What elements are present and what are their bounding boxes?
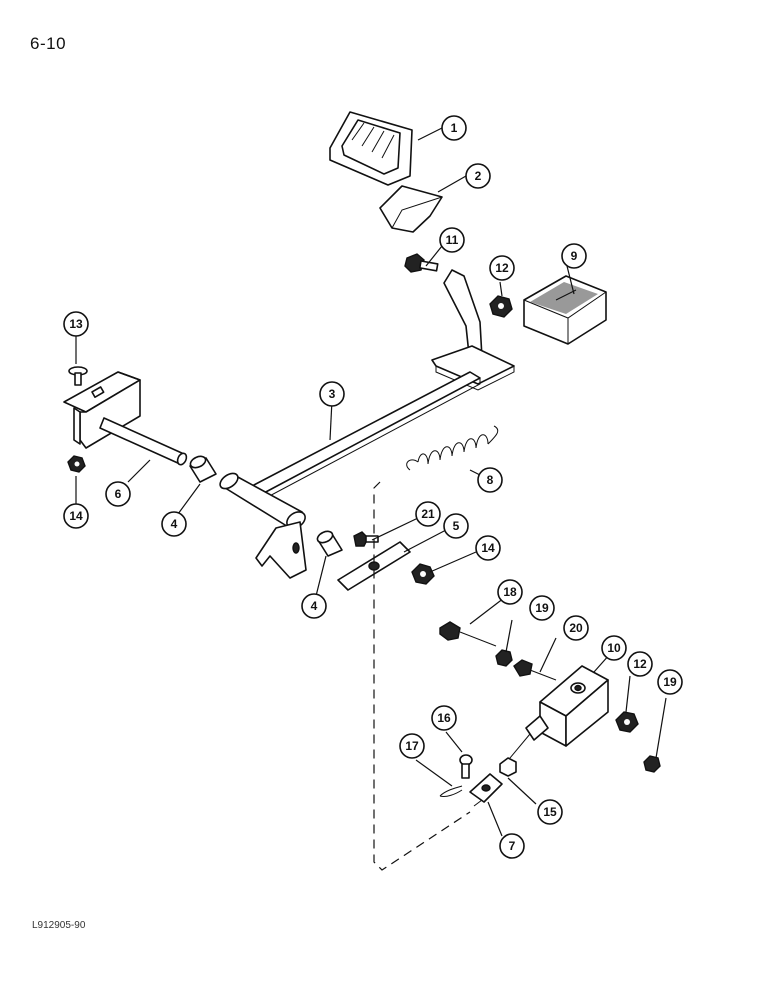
callout-label: 21 [421, 507, 435, 521]
bolt-20 [513, 659, 557, 681]
pedal-cover [379, 185, 443, 233]
nut-19-mid [495, 649, 513, 667]
clevis-pin-16 [459, 754, 473, 779]
callout-label: 12 [495, 261, 509, 275]
pedal-pad [329, 111, 413, 186]
callout-label: 14 [69, 509, 83, 523]
callout-6: 6 [105, 481, 131, 507]
nut-19-right [643, 755, 661, 773]
clevis-7 [469, 773, 503, 807]
tread-pad [523, 275, 607, 345]
callout-label: 15 [543, 805, 557, 819]
callout-14-right: 14 [475, 535, 501, 561]
screw-13 [68, 366, 88, 386]
nut-14-right [411, 563, 435, 585]
callout-label: 13 [69, 317, 83, 331]
callout-4-left: 4 [161, 511, 187, 537]
callout-7: 7 [499, 833, 525, 859]
callout-11: 11 [439, 227, 465, 253]
callout-label: 4 [171, 517, 178, 531]
callout-19-right: 19 [657, 669, 683, 695]
bolt-21 [353, 531, 379, 547]
valve-block [499, 665, 609, 771]
callout-9: 9 [561, 243, 587, 269]
callout-20: 20 [563, 615, 589, 641]
plate-5 [337, 541, 411, 591]
callout-label: 8 [487, 473, 494, 487]
callout-label: 12 [633, 657, 647, 671]
nut-12-top [489, 295, 513, 318]
callout-2: 2 [465, 163, 491, 189]
callout-label: 17 [405, 739, 419, 753]
bolt-18 [439, 621, 497, 647]
callout-1: 1 [441, 115, 467, 141]
callout-21: 21 [415, 501, 441, 527]
callout-5: 5 [443, 513, 469, 539]
routing-line [373, 481, 471, 871]
mounting-bracket [63, 371, 141, 449]
cotter-pin-17 [439, 785, 463, 797]
callout-label: 9 [571, 249, 578, 263]
callout-label: 16 [437, 711, 451, 725]
callout-label: 19 [663, 675, 677, 689]
page-number: 6-10 [30, 34, 67, 53]
nut-12-right [615, 711, 639, 733]
pedal-arm [431, 269, 515, 391]
callout-label: 5 [453, 519, 460, 533]
callout-label: 10 [607, 641, 621, 655]
callout-label: 11 [446, 233, 459, 247]
return-spring [406, 425, 499, 471]
callout-17: 17 [399, 733, 425, 759]
bushing-4-left [189, 455, 217, 483]
pivot-shaft [99, 417, 188, 466]
callout-label: 2 [475, 169, 482, 183]
nut-14-left [67, 455, 86, 473]
figure-code: L912905-90 [32, 920, 86, 931]
bolt-11 [404, 253, 439, 273]
shaft-bar [251, 371, 481, 501]
callout-label: 3 [329, 387, 336, 401]
callout-13: 13 [63, 311, 89, 337]
callout-10: 10 [601, 635, 627, 661]
callout-12-top: 12 [489, 255, 515, 281]
callout-label: 19 [535, 601, 549, 615]
callout-12-right: 12 [627, 651, 653, 677]
callout-3: 3 [319, 381, 345, 407]
callout-label: 18 [503, 585, 517, 599]
callout-label: 6 [115, 487, 122, 501]
callout-label: 14 [481, 541, 495, 555]
callout-19-mid: 19 [529, 595, 555, 621]
callout-8: 8 [477, 467, 503, 493]
callout-4-right: 4 [301, 593, 327, 619]
jam-nut-15 [499, 757, 517, 777]
pedal-hub [219, 472, 307, 579]
callout-15: 15 [537, 799, 563, 825]
callout-16: 16 [431, 705, 457, 731]
bushing-4-right [316, 530, 343, 557]
callout-label: 20 [569, 621, 583, 635]
callout-label: 4 [311, 599, 318, 613]
callout-18: 18 [497, 579, 523, 605]
leader-lines [75, 127, 667, 837]
callout-label: 7 [509, 839, 516, 853]
callout-14-left: 14 [63, 503, 89, 529]
callout-label: 1 [451, 121, 458, 135]
